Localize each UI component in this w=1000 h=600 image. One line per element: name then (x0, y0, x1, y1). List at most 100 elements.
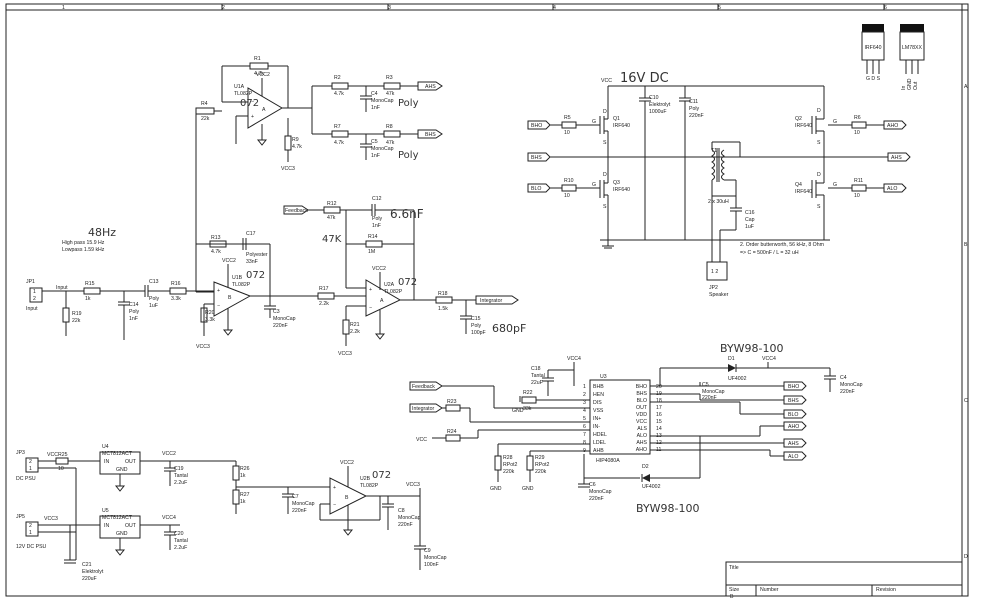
r17-ref: R17 (319, 286, 329, 292)
u3-num-l: 1 (583, 384, 586, 390)
r3-value: 47k (386, 91, 395, 97)
u3-num-r: 18 (656, 398, 662, 404)
lm-package-label: LM78XX (902, 45, 922, 51)
c5-type-drv: MonoCap (702, 389, 725, 395)
r5-ref: R5 (564, 115, 571, 121)
c9-value: 100nF (424, 562, 439, 568)
c18-value: 22uF (531, 380, 543, 386)
hw-072-b: 072 (246, 270, 265, 281)
u3-num-l: 4 (583, 408, 586, 414)
q2-ref: Q2 (795, 116, 802, 122)
q4-part: IRF640 (795, 189, 812, 195)
r28-ref: R28 (503, 455, 513, 461)
u3-pin-r: BLO (637, 398, 647, 404)
gnd-r22: GND (512, 408, 524, 414)
c18-type: Tantal (531, 373, 545, 379)
r4-ref: R4 (201, 101, 208, 107)
c15-ref: C15 (471, 316, 481, 322)
splitter-stage: R1 4.7k − + A U1A TL082P VCC2 R9 4.7k VC… (195, 56, 443, 292)
c6-ref: C6 (589, 482, 596, 488)
c17-value: 33nF (246, 259, 258, 265)
r25-ref: R25 (58, 452, 68, 458)
u5-gnd: GND (116, 531, 128, 537)
r18-value: 1.5k (438, 306, 448, 312)
r26-ref: R26 (240, 466, 250, 472)
c16-type: Cap (745, 217, 755, 223)
c7-ref: C7 (292, 494, 299, 500)
c9-type: MonoCap (424, 555, 447, 561)
r28-value: 220k (503, 469, 515, 475)
r2-ref: R2 (334, 75, 341, 81)
c20-value: 2.2uF (174, 545, 187, 551)
net-ahs-out: AHS (891, 155, 902, 161)
irf-pin-labels: G D S (866, 76, 881, 82)
c4-ref: C4 (371, 91, 378, 97)
u3-num-r: 17 (656, 405, 662, 411)
r16-value: 3.3k (171, 296, 181, 302)
c8-ref: C8 (398, 508, 405, 514)
u4-part: MC7812ACT (102, 451, 133, 457)
c20-type: Tantal (174, 538, 188, 544)
title-block: Title Size B Number Revision (725, 561, 963, 600)
d1-part: UF4002 (728, 376, 747, 382)
c9-ref: C9 (424, 548, 431, 554)
u2a-vcc: VCC2 (372, 266, 386, 272)
vcc4-psu: VCC4 (162, 515, 176, 521)
u3-pin-r: BHO (636, 384, 647, 390)
u3-pin-l: DIS (593, 400, 602, 406)
u3-ref: U3 (600, 374, 607, 380)
c19-type: Tantal (174, 473, 188, 479)
vcc4-label: VCC4 (567, 356, 581, 362)
net-alo-out: ALO (887, 186, 897, 192)
u3-pin-l: BHB (593, 384, 604, 390)
svg-text:2: 2 (33, 296, 36, 302)
svg-text:+: + (217, 288, 220, 294)
c15-type: Poly (471, 323, 481, 329)
c6-value: 220nF (589, 496, 604, 502)
svg-text:+: + (333, 485, 336, 491)
revision-label: Revision (876, 587, 896, 593)
c5-value-drv: 220nF (702, 395, 717, 401)
r15-value: 1k (85, 296, 91, 302)
u3-num-r: 15 (656, 419, 662, 425)
c12-value: 1nF (372, 223, 381, 229)
net-bhs: BHS (425, 132, 436, 138)
c13-ref: C13 (149, 279, 159, 285)
svg-text:G: G (592, 182, 596, 188)
r29-type: RPot2 (535, 462, 550, 468)
r15-ref: R15 (85, 281, 95, 287)
u3-part: HIP4080A (596, 458, 620, 464)
u2a-ref: U2A (384, 282, 395, 288)
c8-value: 220nF (398, 522, 413, 528)
c21-type: Elektrolyt (82, 569, 104, 575)
svg-text:+: + (251, 114, 254, 120)
u1a-ref: U1A (234, 84, 245, 90)
r18-ref: R18 (438, 291, 448, 297)
c3-ref: C3 (273, 309, 280, 315)
r9-ref: R9 (292, 137, 299, 143)
net-blo-in: BLO (531, 186, 541, 192)
vcc3-jp5: VCC3 (44, 516, 58, 522)
handwritten-notes: 16V DC Poly Poly 072 072 072 072 48Hz 6.… (88, 71, 784, 515)
c10-value: 1000uF (649, 109, 667, 115)
vcc3-psu: VCC3 (406, 482, 420, 488)
svg-text:1 2: 1 2 (711, 269, 718, 275)
vcc3-label: VCC3 (281, 166, 295, 172)
hw-47k: 47K (322, 234, 342, 245)
u3-num-l: 2 (583, 392, 586, 398)
c11-value: 220nF (689, 113, 704, 119)
u3-pin-l: VSS (593, 408, 604, 414)
r24-ref: R24 (447, 429, 457, 435)
package-lm78xx: LM78XX In GND Out (899, 24, 925, 90)
svg-text:+: + (369, 287, 372, 293)
jp3-ref: JP3 (16, 450, 25, 456)
c19-ref: C19 (174, 466, 184, 472)
svg-text:2: 2 (29, 459, 32, 465)
hw-072-c: 072 (398, 277, 417, 288)
c8-type: MonoCap (398, 515, 421, 521)
u3-num-r: 16 (656, 412, 662, 418)
u3-pin-r: OUT (636, 405, 648, 411)
u1a-part: TL082P (234, 91, 253, 97)
lm-pin-gnd: GND (907, 78, 913, 90)
